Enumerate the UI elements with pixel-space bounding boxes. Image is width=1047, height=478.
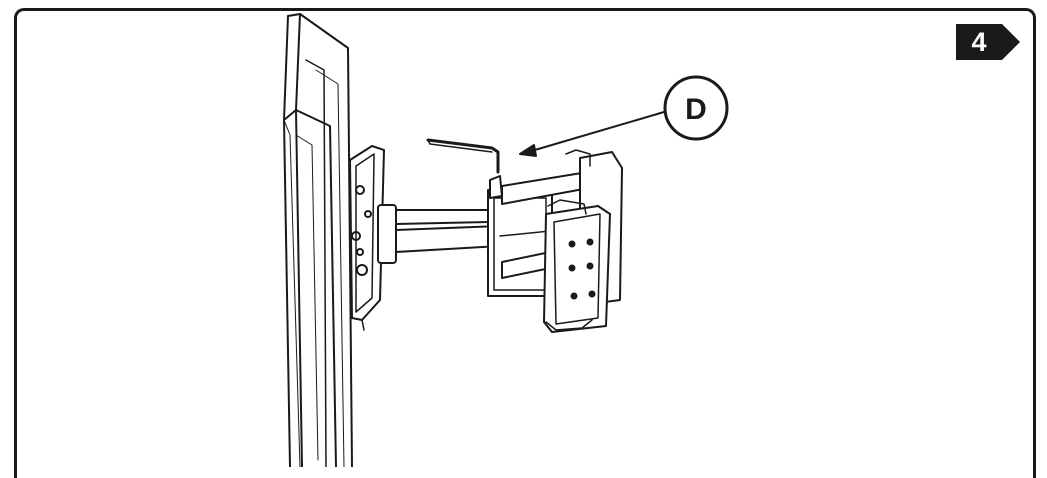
- allen-key-icon: [426, 138, 500, 174]
- tv-side-view: [283, 13, 353, 467]
- tv-mounting-plate: [349, 145, 385, 331]
- step-arrow-icon: [956, 24, 1020, 60]
- callout-leader: [519, 111, 665, 157]
- step-badge: 4: [956, 24, 1020, 60]
- assembly-illustration: D: [283, 13, 729, 467]
- callout-circle: [663, 75, 729, 141]
- wall-plate: [543, 149, 623, 333]
- articulating-arm: [377, 169, 601, 297]
- callout-label: D: [685, 93, 707, 126]
- step-number: 4: [971, 27, 987, 57]
